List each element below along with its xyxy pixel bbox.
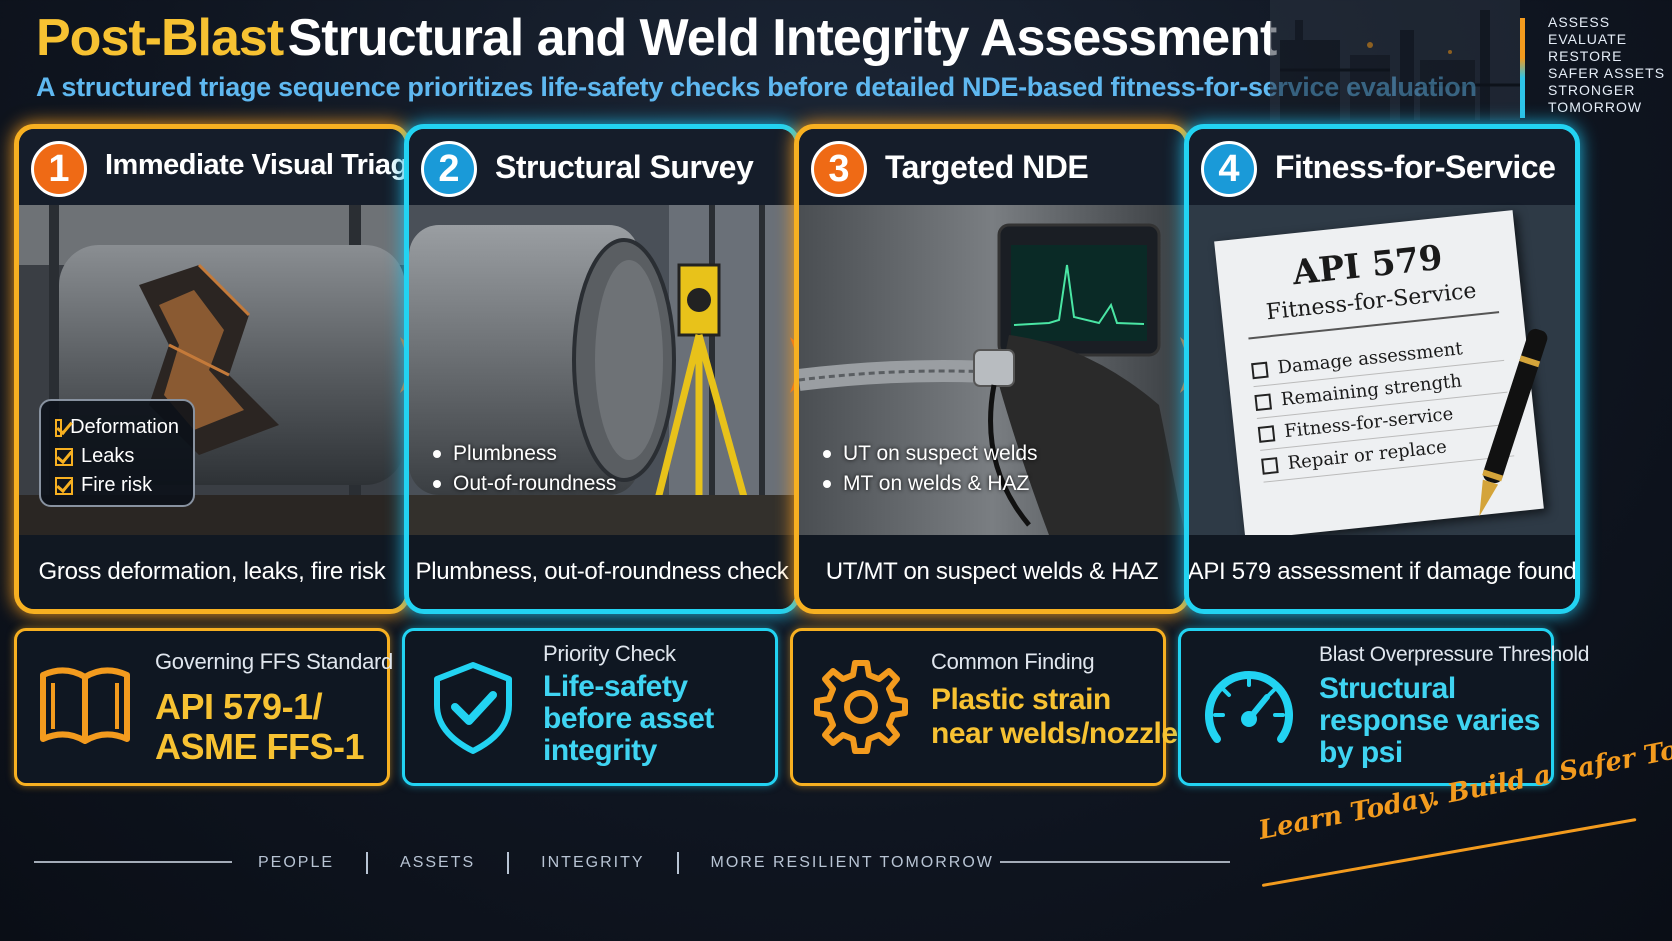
step-title: Targeted NDE <box>885 149 1089 185</box>
page-title: Post-Blast Structural and Weld Integrity… <box>36 8 1278 68</box>
shield-check-icon <box>434 662 512 754</box>
checklist-label: Leaks <box>81 445 135 467</box>
checklist-label: Fire risk <box>81 474 153 496</box>
step-header: 1 Immediate Visual Triage <box>19 129 405 205</box>
checkbox-empty-icon <box>1251 361 1269 379</box>
info-label: Blast Overpressure Threshold <box>1319 643 1590 666</box>
info-label: Governing FFS Standard <box>155 649 393 674</box>
info-box-overpressure: Blast Overpressure Threshold Structural … <box>1178 628 1589 786</box>
info-box-priority: Priority Check Life-safety before asset … <box>402 628 778 786</box>
bullet-item: UT on suspect welds <box>823 439 1038 469</box>
checklist-item: Leaks <box>55 442 179 471</box>
info-value-line: API 579-1/ <box>155 686 323 727</box>
footer-nav-item: INTEGRITY <box>541 854 645 871</box>
step-title: Structural Survey <box>495 149 754 185</box>
bullet-item: Plumbness <box>433 439 616 469</box>
step-header: 2 Structural Survey <box>409 129 795 205</box>
info-value-line: Life-safety <box>543 670 688 703</box>
info-value: API 579-1/ ASME FFS-1 <box>155 686 365 767</box>
info-value-line: ASME FFS-1 <box>155 726 365 767</box>
footer-separator <box>676 852 679 874</box>
ffs-document-image: API 579 Fitness-for-Service Damage asses… <box>1189 205 1575 540</box>
info-value-line: integrity <box>543 734 657 767</box>
footer-divider <box>34 861 232 863</box>
footer-nav-item: PEOPLE <box>258 854 335 871</box>
checkbox-checked-icon <box>55 447 73 466</box>
step-caption: Gross deformation, leaks, fire risk <box>19 535 405 609</box>
step-caption: API 579 assessment if damage found <box>1189 535 1575 609</box>
step-header: 4 Fitness-for-Service <box>1189 129 1575 205</box>
footer-separator <box>507 852 510 874</box>
step-caption: UT/MT on suspect welds & HAZ <box>799 535 1185 609</box>
info-box-standard: Governing FFS Standard API 579-1/ ASME F… <box>14 628 393 786</box>
step-caption: Plumbness, out-of-roundness check <box>409 535 795 609</box>
info-label: Priority Check <box>543 641 676 666</box>
refinery-skyline-image <box>1270 0 1520 120</box>
footer-nav: PEOPLE ASSETS INTEGRITY MORE RESILIENT T… <box>258 852 994 874</box>
side-tag: TOMORROW <box>1548 99 1643 115</box>
side-tag: EVALUATE <box>1548 31 1628 47</box>
side-tag: STRONGER <box>1548 82 1636 98</box>
footer-divider <box>1000 861 1230 863</box>
step-number: 2 <box>421 141 477 197</box>
nde-bullets: UT on suspect welds MT on welds & HAZ <box>823 439 1038 499</box>
info-box-finding: Common Finding Plastic strain near welds… <box>790 628 1194 786</box>
info-value-line: Plastic strain <box>931 683 1111 716</box>
bullet-item: MT on welds & HAZ <box>823 469 1038 499</box>
gear-icon <box>814 660 908 754</box>
checklist-item: Fire risk <box>55 471 179 500</box>
checkbox-empty-icon <box>1257 424 1276 443</box>
info-value: Life-safety before asset integrity <box>543 671 714 767</box>
step-number: 1 <box>31 141 87 197</box>
bullet-item: Out-of-roundness <box>433 469 616 499</box>
survey-bullets: Plumbness Out-of-roundness <box>433 439 616 499</box>
title-highlight: Post-Blast <box>36 9 284 67</box>
info-value-line: Structural <box>1319 672 1456 705</box>
checklist-label: Deformation <box>70 416 179 438</box>
side-tag-bar <box>1520 18 1525 118</box>
info-value-line: before asset <box>543 702 714 735</box>
step-card-1: 1 Immediate Visual Triage Deformation Le… <box>14 124 410 614</box>
step-card-3: 3 Targeted NDE UT on suspect welds MT on… <box>794 124 1190 614</box>
info-value-line: by psi <box>1319 736 1403 769</box>
info-value-line: response varies <box>1319 704 1540 737</box>
step-title: Immediate Visual Triage <box>105 149 410 181</box>
checkbox-empty-icon <box>1254 392 1272 411</box>
footer-separator <box>366 852 369 874</box>
checkbox-checked-icon <box>55 476 73 495</box>
step-header: 3 Targeted NDE <box>799 129 1185 205</box>
info-value: Structural response varies by psi <box>1319 673 1540 769</box>
book-icon <box>40 667 130 744</box>
pen-icon <box>1479 328 1548 517</box>
step-title: Fitness-for-Service <box>1275 149 1556 185</box>
step-card-4: 4 Fitness-for-Service API 579 Fitness-fo… <box>1184 124 1580 614</box>
damaged-vessel-image <box>19 205 405 535</box>
info-value: Plastic strain near welds/nozzles <box>931 683 1194 751</box>
side-tag-list: ASSESS EVALUATE RESTORE SAFER ASSETS STR… <box>1520 14 1668 118</box>
info-value-line: near welds/nozzles <box>931 717 1194 750</box>
side-tag: ASSESS <box>1548 14 1611 30</box>
footer-nav-item: MORE RESILIENT TOMORROW <box>710 854 994 871</box>
step-card-2: 2 Structural Survey Plumbness Out-of-rou… <box>404 124 800 614</box>
document-checklist: Damage assessment Remaining strength Fit… <box>1250 329 1515 483</box>
gauge-icon <box>1205 671 1293 743</box>
side-tag: SAFER ASSETS <box>1548 65 1666 81</box>
side-tag: RESTORE <box>1548 48 1623 64</box>
step-number: 4 <box>1201 141 1257 197</box>
info-label: Common Finding <box>931 649 1095 674</box>
footer-nav-item: ASSETS <box>400 854 476 871</box>
checkbox-checked-icon <box>55 418 63 437</box>
checkbox-empty-icon <box>1261 456 1279 475</box>
checklist-item: Deformation <box>55 413 179 442</box>
step-number: 3 <box>811 141 867 197</box>
triage-checklist: Deformation Leaks Fire risk <box>39 399 195 507</box>
page-subtitle: A structured triage sequence prioritizes… <box>36 72 1477 102</box>
title-rest: Structural and Weld Integrity Assessment <box>287 9 1278 67</box>
